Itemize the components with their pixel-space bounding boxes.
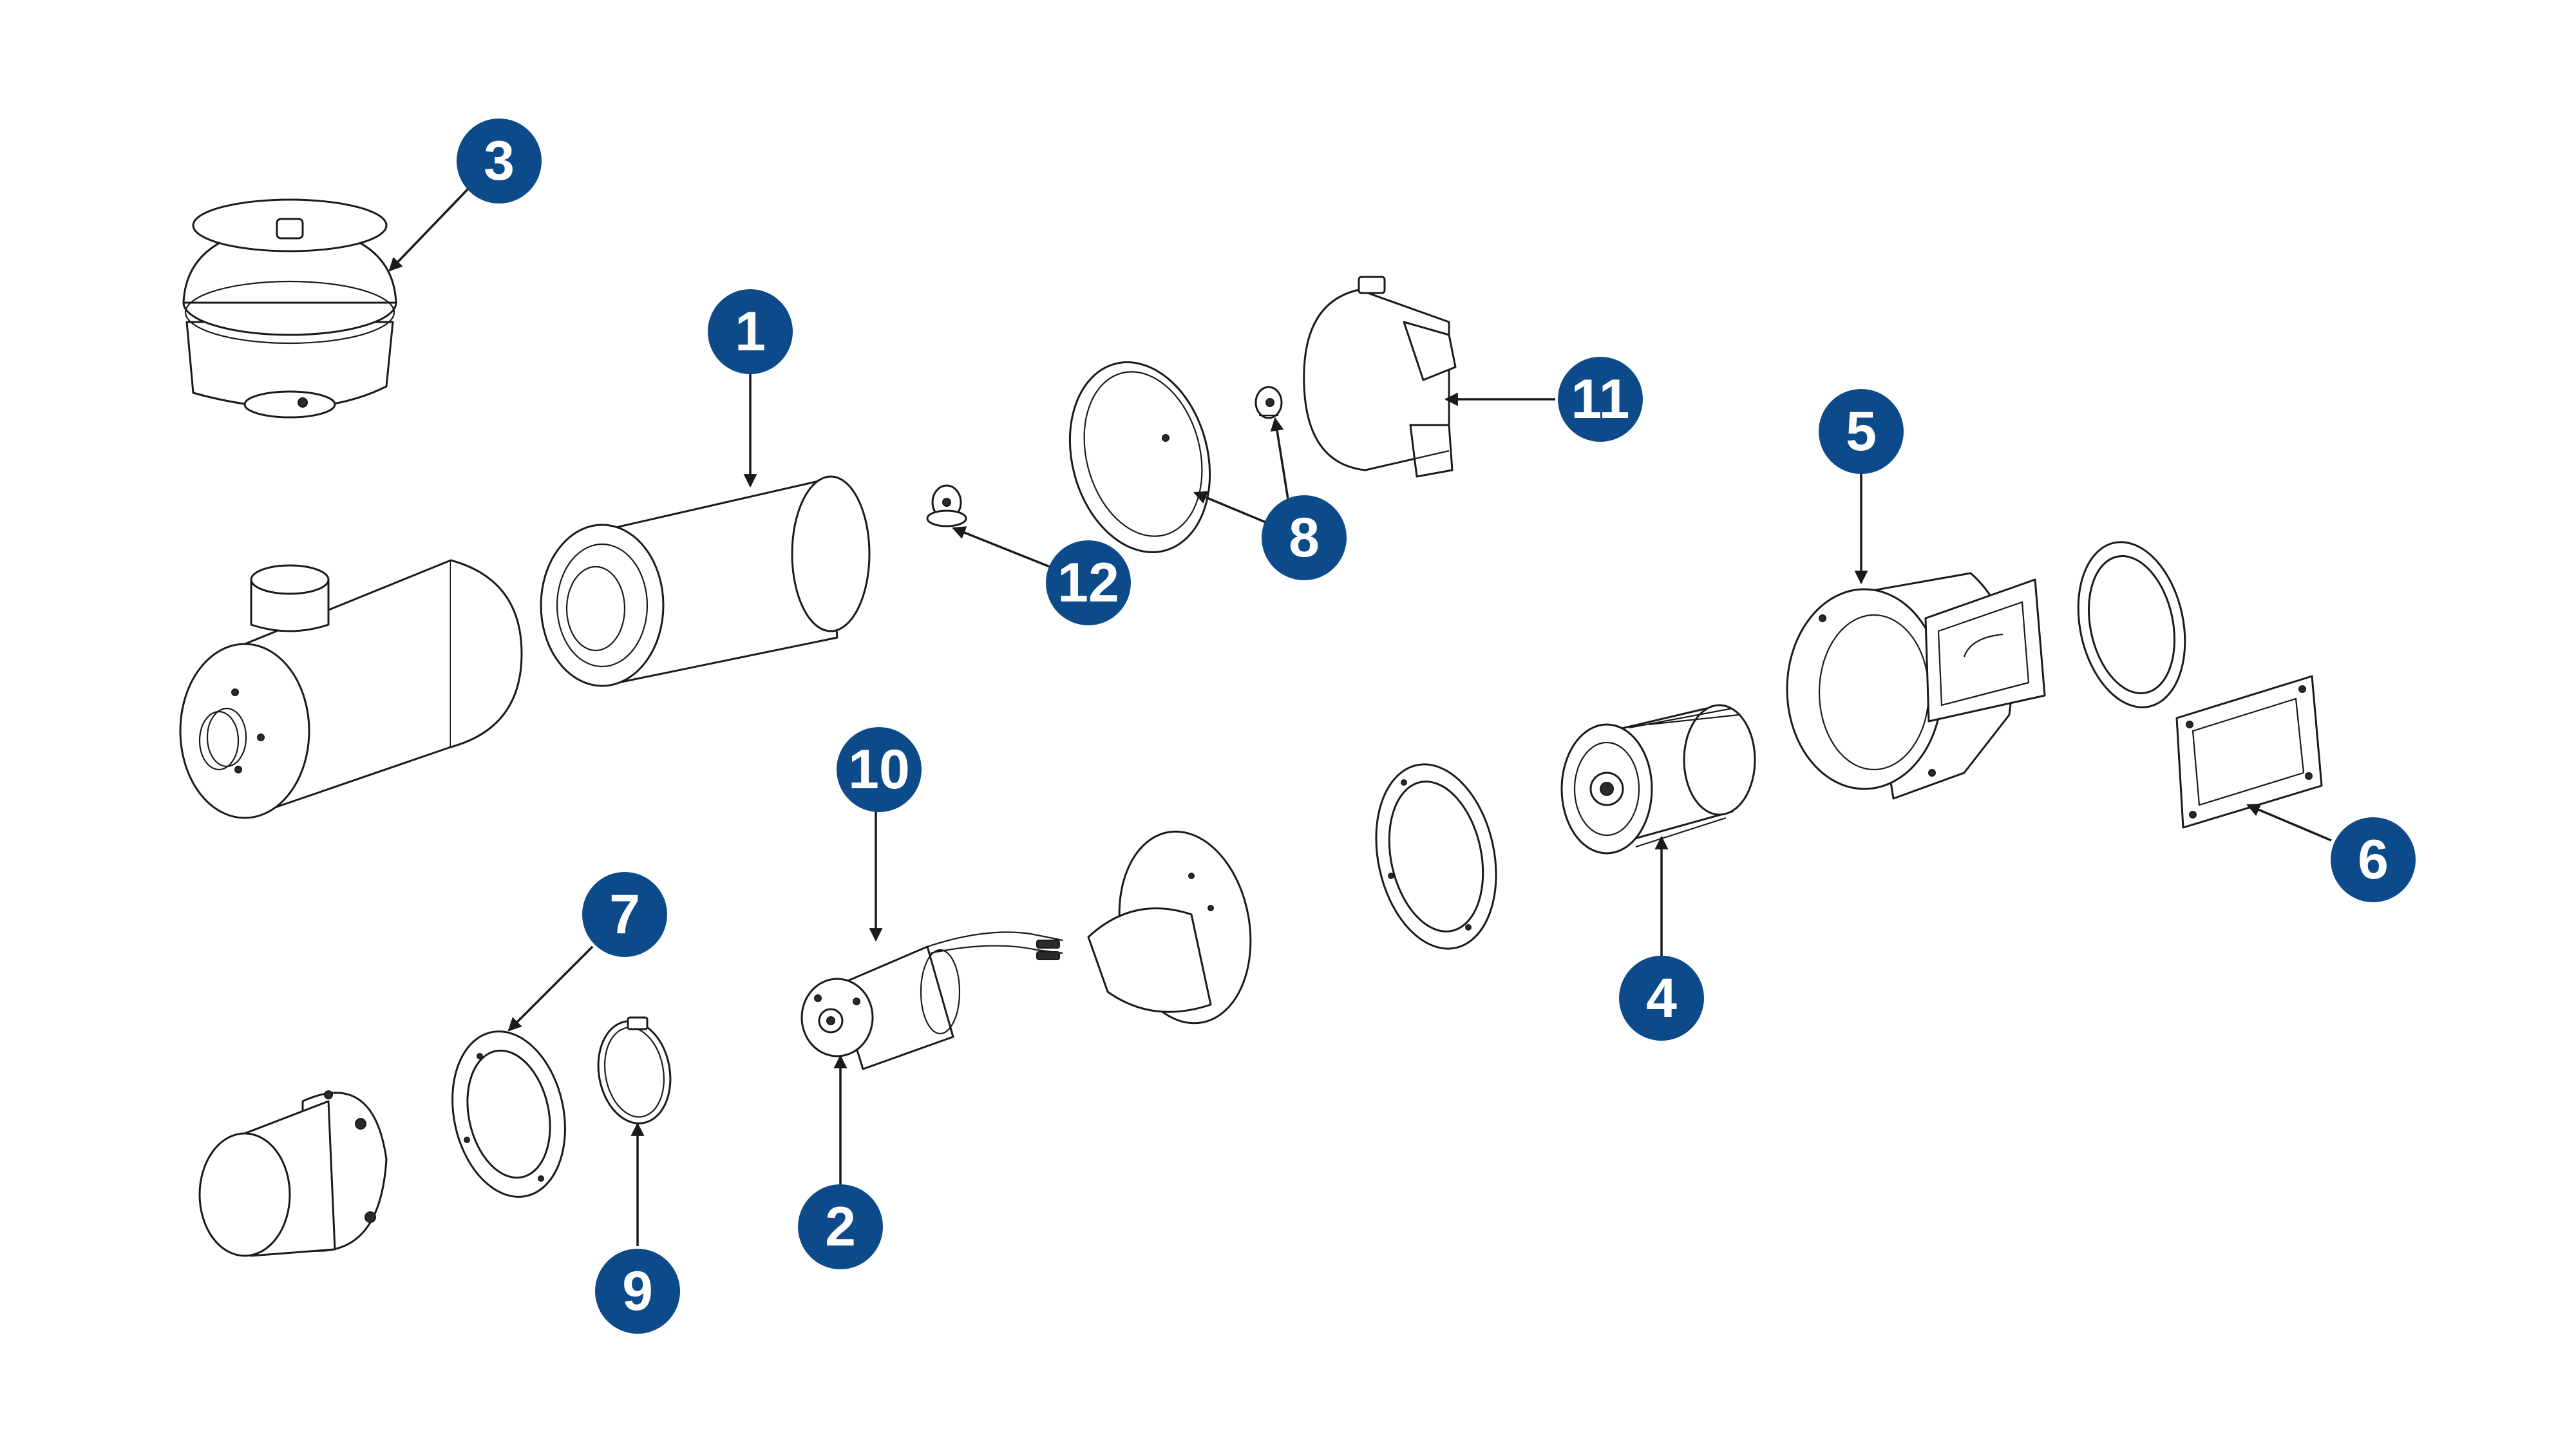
deflector-plate-part	[1087, 830, 1252, 1025]
callout-7: 7	[582, 872, 667, 957]
callout-9-circle	[595, 1249, 680, 1334]
small-nut-8-part	[1255, 386, 1283, 419]
callout-1-circle	[708, 289, 793, 374]
callout-5: 5	[1819, 389, 1904, 474]
callout-1: 1	[708, 289, 793, 374]
leader-8b	[1270, 417, 1289, 500]
callout-4-label: 4	[1646, 967, 1677, 1029]
callout-8-label: 8	[1289, 507, 1320, 569]
callout-10: 10	[837, 727, 922, 812]
callout-1-label: 1	[735, 301, 766, 363]
callout-8: 8	[1262, 495, 1347, 580]
rectangular-gasket-part	[2175, 675, 2323, 829]
callout-2-circle	[798, 1184, 883, 1269]
callout-3: 3	[457, 118, 542, 204]
air-cleaner-cap-part	[182, 198, 397, 419]
callout-6: 6	[2331, 817, 2416, 902]
callout-5-label: 5	[1846, 401, 1877, 462]
callout-3-label: 3	[484, 130, 515, 192]
motor-part	[800, 931, 1063, 1070]
cover-disc-part	[1068, 361, 1211, 553]
wing-nut-12-part	[926, 484, 967, 527]
callout-11-circle	[1558, 357, 1643, 442]
leader-3	[388, 185, 471, 272]
air-cleaner-housing-part	[179, 559, 523, 819]
gasket-ring-7-part	[451, 1030, 566, 1198]
callout-2: 2	[798, 1184, 883, 1269]
callout-4: 4	[1619, 956, 1704, 1041]
callout-4-circle	[1619, 956, 1704, 1041]
leader-12	[952, 526, 1050, 568]
callout-3-circle	[457, 118, 542, 204]
hose-clamp-part	[597, 1016, 672, 1124]
callout-5-circle	[1819, 389, 1904, 474]
callout-10-label: 10	[848, 739, 910, 800]
callout-9: 9	[595, 1249, 680, 1334]
gasket-ring-right-part	[2077, 541, 2186, 708]
filter-element-part	[540, 475, 871, 687]
callout-7-circle	[582, 872, 667, 957]
callout-12: 12	[1046, 540, 1131, 625]
callout-9-label: 9	[622, 1260, 653, 1322]
leader-lines	[388, 185, 2332, 1246]
leader-7	[507, 945, 594, 1032]
callout-7-label: 7	[609, 884, 640, 945]
callout-11: 11	[1558, 357, 1643, 442]
callout-6-circle	[2331, 817, 2416, 902]
blower-housing-part	[1786, 572, 2046, 800]
callout-6-label: 6	[2358, 829, 2389, 891]
clamp-cover-part	[1303, 276, 1457, 478]
blower-wheel-part	[1560, 704, 1756, 855]
callout-2-label: 2	[825, 1196, 856, 1258]
gasket-ring-middle-part	[1375, 763, 1497, 950]
flanged-inlet-part	[198, 1090, 388, 1257]
callout-8-circle	[1262, 495, 1347, 580]
leader-8a	[1193, 491, 1273, 526]
callout-10-circle	[837, 727, 922, 812]
callout-11-label: 11	[1571, 368, 1630, 430]
leader-6	[2246, 803, 2332, 842]
callout-12-label: 12	[1057, 552, 1119, 614]
callout-12-circle	[1046, 540, 1131, 625]
